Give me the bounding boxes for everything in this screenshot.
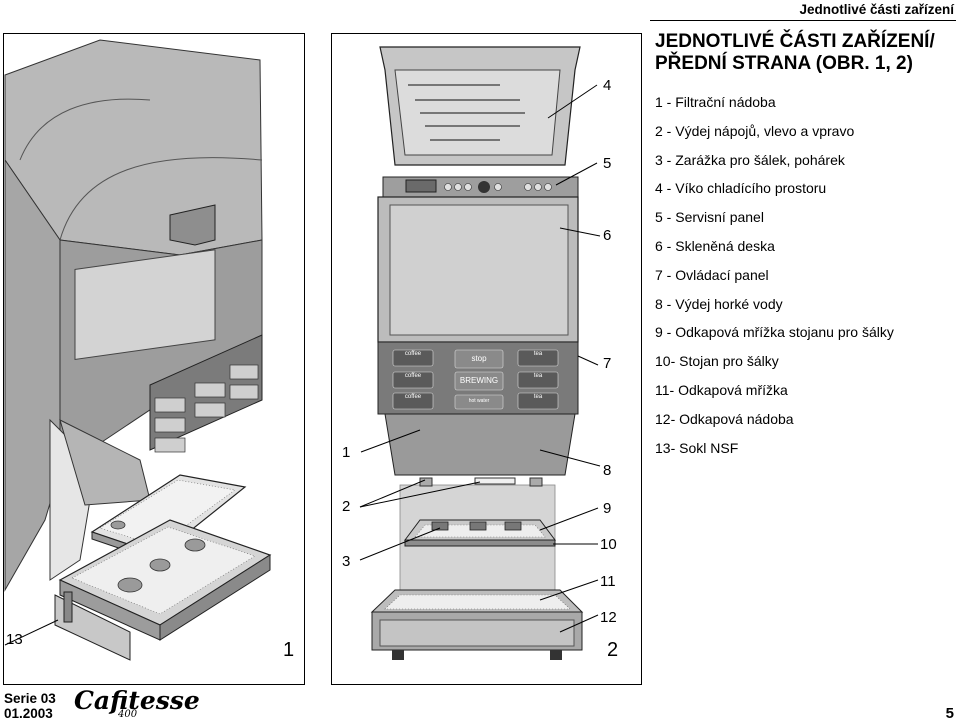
section-title-line-1: JEDNOTLIVÉ ČÁSTI ZAŘÍZENÍ/ — [655, 31, 935, 52]
callout-10: 10 — [600, 536, 617, 553]
section-title-line-2: PŘEDNÍ STRANA (OBR. 1, 2) — [655, 53, 913, 74]
callout-13: 13 — [6, 631, 23, 648]
panel-stop-label: stop — [471, 354, 487, 363]
callout-9: 9 — [603, 500, 612, 517]
panel-coffee-2: coffee — [404, 373, 422, 379]
panel-hot-water-label: hot water — [468, 398, 490, 404]
callout-1: 1 — [342, 444, 351, 461]
callout-4: 4 — [603, 77, 612, 94]
panel-coffee-1: coffee — [404, 351, 422, 357]
callout-11: 11 — [600, 573, 616, 590]
callout-12: 12 — [600, 609, 617, 626]
panel-tea-3: tea — [533, 394, 543, 400]
parts-list: 1 - Filtrační nádoba 2 - Výdej nápojů, v… — [655, 94, 894, 468]
brand-logo: Cafitesse — [74, 686, 200, 715]
parts-list-item: 3 - Zarážka pro šálek, pohárek — [655, 151, 845, 168]
callout-6: 6 — [603, 227, 612, 244]
panel-tea-1: tea — [533, 351, 543, 357]
parts-list-item: 7 - Ovládací panel — [655, 266, 769, 283]
parts-list-item: 4 - Víko chladícího prostoru — [655, 180, 827, 197]
footer-date: 01.2003 — [4, 706, 53, 721]
callout-3: 3 — [342, 553, 351, 570]
figure-1-control-panel — [149, 334, 263, 453]
callout-7: 7 — [603, 355, 612, 372]
figure-2-number: 2 — [607, 639, 619, 661]
brand-logo-sub: 400 — [118, 709, 138, 720]
figure-1-number: 1 — [283, 639, 295, 661]
parts-list-item: 11- Odkapová mřížka — [655, 381, 788, 398]
parts-list-item: 9 - Odkapová mřížka stojanu pro šálky — [655, 324, 894, 341]
callout-8: 8 — [603, 462, 612, 479]
figure-2-frame — [331, 33, 642, 685]
parts-list-item: 8 - Výdej horké vody — [655, 295, 783, 312]
parts-list-item: 12- Odkapová nádoba — [655, 410, 794, 427]
header-rule — [650, 20, 956, 21]
parts-list-item: 10- Stojan pro šálky — [655, 353, 779, 370]
footer-series: Serie 03 — [4, 691, 56, 706]
page-header-title: Jednotlivé části zařízení — [799, 2, 954, 17]
callout-2: 2 — [342, 498, 351, 515]
page-number: 5 — [945, 705, 954, 722]
parts-list-item: 5 - Servisní panel — [655, 209, 764, 226]
callout-5: 5 — [603, 155, 612, 172]
figure-1-frame — [3, 33, 305, 685]
parts-list-item: 1 - Filtrační nádoba — [655, 94, 776, 110]
parts-list-item: 2 - Výdej nápojů, vlevo a vpravo — [655, 122, 855, 139]
panel-coffee-3: coffee — [404, 394, 422, 400]
parts-list-item: 13- Sokl NSF — [655, 439, 739, 456]
panel-brewing-label: BREWING — [459, 376, 499, 385]
section-title: JEDNOTLIVÉ ČÁSTI ZAŘÍZENÍ/ PŘEDNÍ STRANA… — [655, 31, 935, 75]
panel-tea-2: tea — [533, 373, 543, 379]
parts-list-item: 6 - Skleněná deska — [655, 237, 775, 254]
